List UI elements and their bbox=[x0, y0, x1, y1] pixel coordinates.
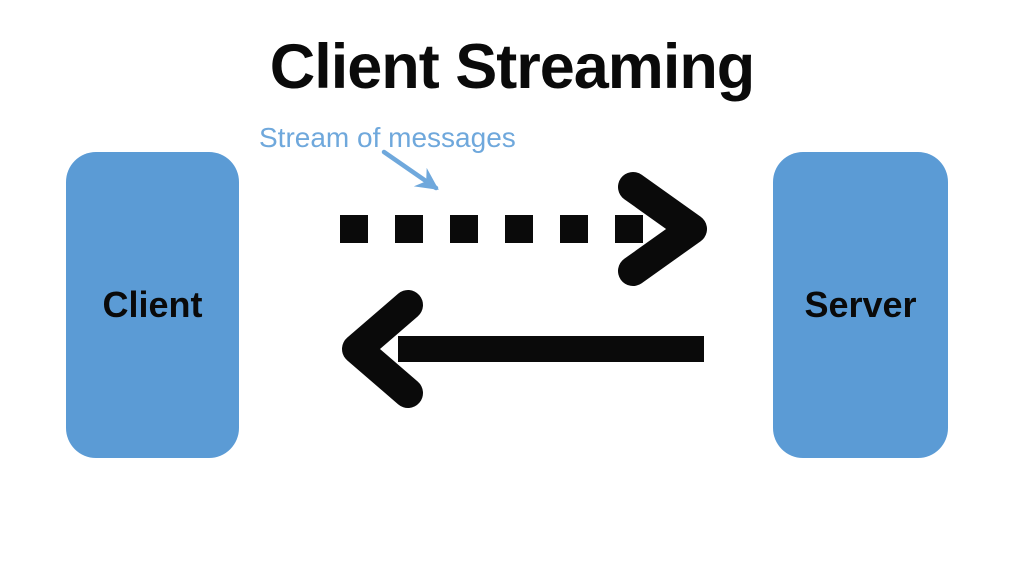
stream-annotation-label: Stream of messages bbox=[259, 122, 516, 153]
response-solid-arrow-icon bbox=[342, 290, 704, 408]
client-node: Client bbox=[66, 152, 239, 458]
annotation-arrow-icon bbox=[381, 149, 439, 191]
stream-dashed-arrow-icon bbox=[340, 172, 707, 286]
server-node: Server bbox=[773, 152, 948, 458]
server-node-label: Server bbox=[804, 284, 917, 325]
page-title: Client Streaming bbox=[269, 32, 756, 102]
client-node-label: Client bbox=[102, 284, 203, 325]
